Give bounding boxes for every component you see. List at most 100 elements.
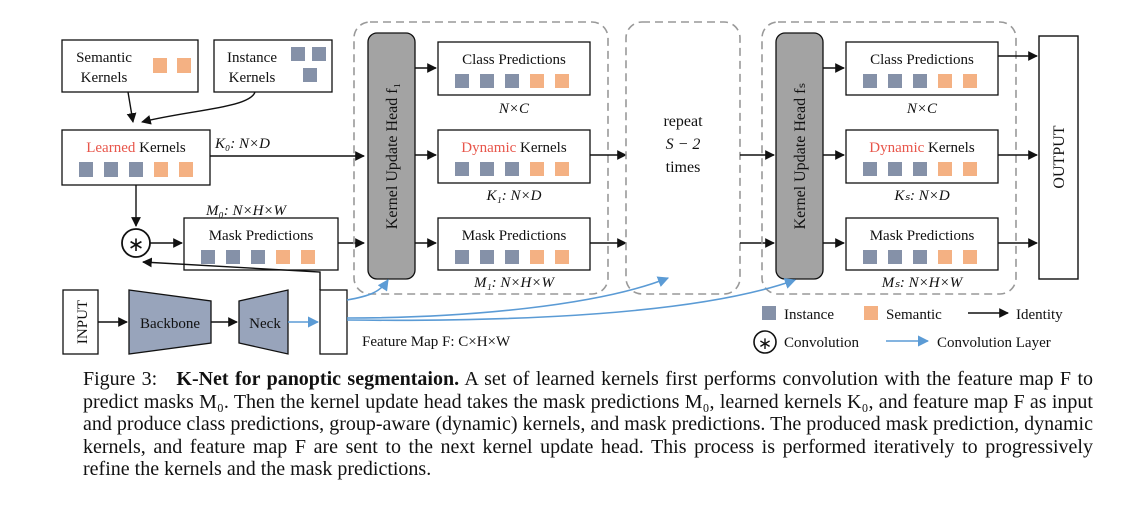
semantic-square bbox=[555, 74, 569, 88]
legend-conv-symbol: ∗ bbox=[758, 334, 772, 353]
legend-conv-layer-label: Convolution Layer bbox=[937, 335, 1051, 351]
mask-predictions-box-0: Mask Predictions bbox=[183, 217, 339, 271]
instance-square bbox=[251, 250, 265, 264]
semantic-square bbox=[530, 74, 544, 88]
learned-kernels-title: Learned Kernels bbox=[86, 140, 186, 156]
class-predictions-label: Class Predictions bbox=[870, 52, 974, 68]
instance-square bbox=[505, 74, 519, 88]
dynamic-kernels-label: Dynamic Kernels bbox=[461, 140, 567, 156]
arrow-conv-layer bbox=[346, 276, 670, 319]
stage-s-group bbox=[761, 21, 1017, 295]
semantic-square bbox=[530, 250, 544, 264]
caption-title: K-Net for panoptic segmentaion. bbox=[176, 368, 460, 390]
arrow bbox=[126, 91, 137, 123]
instance-square bbox=[888, 250, 902, 264]
semantic-square bbox=[179, 162, 193, 177]
instance-square bbox=[480, 74, 494, 88]
arrow-conv-layer bbox=[346, 278, 797, 322]
headS-label: Kernel Update Head fₛ bbox=[792, 83, 809, 230]
instance-square bbox=[480, 250, 494, 264]
instance-square bbox=[303, 68, 317, 82]
instance-kernels-box: Instance Kernels bbox=[213, 39, 333, 93]
instance-square bbox=[201, 250, 215, 264]
stage-1-group bbox=[353, 21, 609, 295]
instance-square bbox=[505, 250, 519, 264]
dynamic-kernels-label: Dynamic Kernels bbox=[869, 140, 975, 156]
semantic-square bbox=[938, 250, 952, 264]
arrow-featuremap-to-conv bbox=[142, 257, 321, 290]
instance-square bbox=[913, 162, 927, 176]
legend: Instance Semantic Identity ∗ Convolution… bbox=[753, 306, 1063, 354]
class-predictions-label: Class Predictions bbox=[462, 52, 566, 68]
semantic-square bbox=[555, 250, 569, 264]
semantic-square bbox=[177, 58, 191, 73]
backbone-block: Backbone bbox=[128, 289, 212, 355]
instance-square bbox=[455, 74, 469, 88]
dynamic-kernels-box-s: Dynamic Kernels bbox=[845, 129, 999, 184]
mask-predictions-box-1: Mask Predictions bbox=[437, 217, 591, 271]
instance-square bbox=[913, 250, 927, 264]
conv-symbol: ∗ bbox=[128, 234, 145, 256]
class-predictions-box-1: Class Predictions bbox=[437, 41, 591, 96]
neck-label: Neck bbox=[249, 316, 281, 332]
instance-square bbox=[913, 74, 927, 88]
m0-label: M₀: N×H×W bbox=[205, 203, 288, 219]
mask-predictions-label: Mask Predictions bbox=[462, 228, 567, 244]
ks-label: Kₛ: N×D bbox=[893, 188, 949, 204]
knet-diagram: Semantic Kernels Instance Kernels Learne… bbox=[61, 21, 1079, 355]
feature-map-label: Feature Map F: C×H×W bbox=[362, 334, 511, 350]
kernel-update-head-s: Kernel Update Head fₛ bbox=[775, 32, 824, 280]
semantic-square bbox=[963, 162, 977, 176]
repeat-group bbox=[625, 21, 741, 295]
instance-square bbox=[455, 162, 469, 176]
legend-instance-label: Instance bbox=[784, 307, 834, 323]
k1-label: K₁: N×D bbox=[486, 188, 542, 204]
semantic-square bbox=[938, 162, 952, 176]
instance-square bbox=[863, 74, 877, 88]
legend-identity-label: Identity bbox=[1016, 307, 1063, 323]
instance-square bbox=[455, 250, 469, 264]
m1-label: M₁: N×H×W bbox=[473, 275, 556, 291]
convolution-op: ∗ bbox=[121, 228, 151, 258]
output-box: OUTPUT bbox=[1038, 35, 1079, 280]
feature-map-box bbox=[319, 289, 348, 355]
instance-kernels-label-2: Kernels bbox=[229, 70, 276, 86]
input-label: INPUT bbox=[75, 300, 91, 344]
legend-semantic-swatch bbox=[864, 306, 878, 320]
instance-square bbox=[480, 162, 494, 176]
instance-square bbox=[291, 47, 305, 61]
instance-square bbox=[505, 162, 519, 176]
nxc-label: N×C bbox=[498, 101, 530, 117]
kernel-update-head-1: Kernel Update Head f₁ bbox=[367, 32, 416, 280]
repeat-label-1: repeat bbox=[663, 113, 703, 130]
instance-square bbox=[129, 162, 143, 177]
caption-body: A set of learned kernels first performs … bbox=[83, 368, 1094, 481]
legend-instance-swatch bbox=[762, 306, 776, 320]
repeat-label-2: S − 2 bbox=[666, 136, 701, 153]
instance-square bbox=[79, 162, 93, 177]
instance-square bbox=[888, 162, 902, 176]
semantic-kernels-label-1: Semantic bbox=[76, 50, 132, 66]
instance-square bbox=[863, 162, 877, 176]
semantic-kernels-label-2: Kernels bbox=[81, 70, 128, 86]
figure-caption: Figure 3: K-Net for panoptic segmentaion… bbox=[83, 368, 1093, 481]
neck-block: Neck bbox=[238, 289, 289, 355]
head1-label: Kernel Update Head f₁ bbox=[384, 83, 401, 229]
instance-square bbox=[312, 47, 326, 61]
legend-conv-icon bbox=[753, 330, 777, 354]
semantic-square bbox=[963, 250, 977, 264]
learned-kernels-box: Learned Kernels bbox=[61, 129, 211, 186]
semantic-square bbox=[154, 162, 168, 177]
arrow-conv-layer bbox=[346, 279, 389, 301]
semantic-square bbox=[301, 250, 315, 264]
semantic-square bbox=[555, 162, 569, 176]
nxc-label: N×C bbox=[906, 101, 938, 117]
instance-kernels-label-1: Instance bbox=[227, 50, 277, 66]
legend-convolution-label: Convolution bbox=[784, 335, 860, 351]
semantic-square bbox=[276, 250, 290, 264]
output-label: OUTPUT bbox=[1051, 125, 1068, 188]
backbone-label: Backbone bbox=[140, 316, 200, 332]
semantic-square bbox=[530, 162, 544, 176]
input-box: INPUT bbox=[62, 289, 99, 355]
mask-predictions-label: Mask Predictions bbox=[870, 228, 975, 244]
